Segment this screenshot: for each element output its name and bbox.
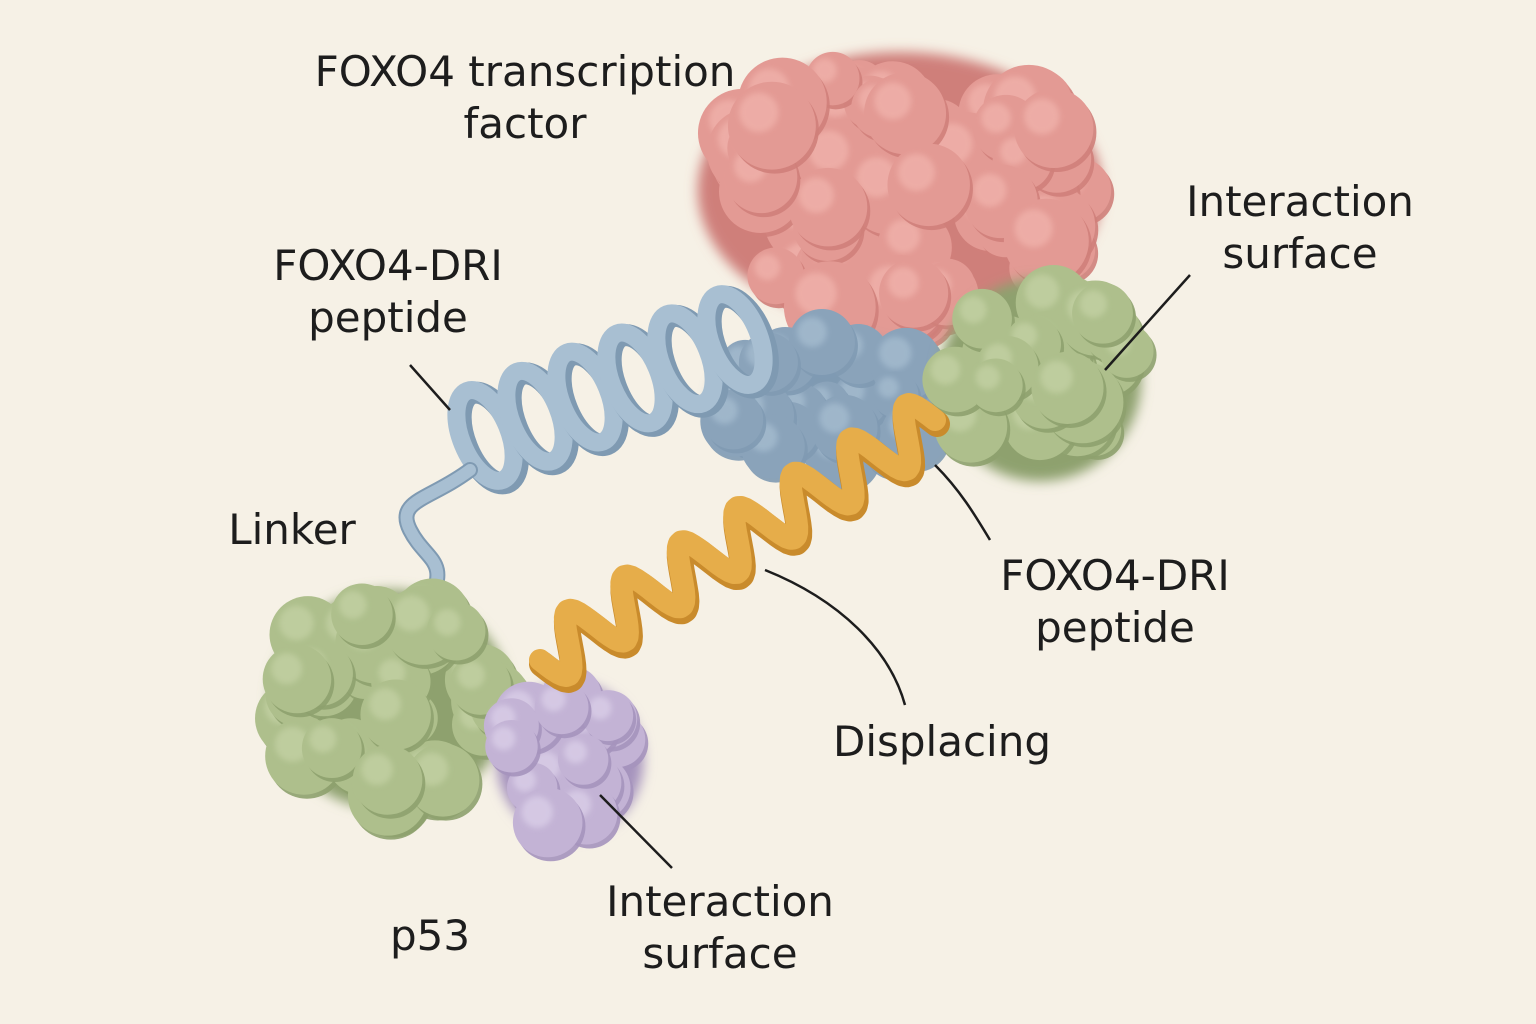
green-top-lobe-highlight bbox=[1040, 360, 1073, 394]
foxo4-lobe-highlight bbox=[981, 103, 1011, 133]
p53-green-lobe-highlight bbox=[457, 661, 485, 689]
p53-green-lobe-highlight bbox=[369, 688, 401, 720]
purple-lobe-highlight bbox=[564, 740, 587, 764]
leader-interaction-bottom bbox=[599, 794, 673, 869]
foxo4-lobe-highlight bbox=[798, 177, 834, 213]
interaction-surface-top-blob bbox=[922, 265, 1157, 482]
label-displacing: Displacing bbox=[833, 717, 1051, 766]
foxo4-dri-peptide-helix bbox=[447, 285, 779, 495]
linker-strand bbox=[398, 462, 478, 608]
foxo4-lobe-highlight bbox=[886, 219, 921, 254]
label-foxo4-dri-peptide-right: FOXO4-DRI peptide bbox=[1000, 551, 1230, 652]
label-interaction-surface-bottom: Interaction surface bbox=[606, 877, 834, 978]
p53-green-lobe-highlight bbox=[271, 653, 303, 685]
leader-displacing bbox=[764, 568, 907, 706]
foxo4-lobe-highlight bbox=[754, 254, 781, 281]
blue-domain-lobe-highlight bbox=[797, 317, 827, 347]
p53-green-lobe-highlight bbox=[274, 726, 310, 762]
p53-green-lobe-highlight bbox=[393, 595, 430, 632]
p53-green-lobe-highlight bbox=[378, 659, 406, 686]
foxo4-lobe-highlight bbox=[795, 272, 837, 315]
orange-helix bbox=[529, 393, 946, 687]
purple-lobe-highlight bbox=[541, 687, 566, 712]
foxo4-dri-peptide-orange-helix bbox=[529, 393, 950, 693]
foxo4-lobe-highlight bbox=[1014, 209, 1053, 248]
label-foxo4-dri-peptide-top: FOXO4-DRI peptide bbox=[273, 241, 503, 342]
foxo4-lobe-highlight bbox=[808, 130, 849, 171]
green-top-lobe-highlight bbox=[959, 296, 987, 324]
leader-lines bbox=[409, 274, 1191, 869]
foxo4-lobe-highlight bbox=[874, 82, 912, 120]
foxo4-lobe-highlight bbox=[887, 267, 919, 299]
purple-lobe-highlight bbox=[491, 726, 516, 751]
foxo4-lobe-highlight bbox=[738, 92, 779, 133]
linker-tube bbox=[400, 464, 476, 606]
leader-dri-right bbox=[934, 464, 992, 541]
green-top-lobe-highlight bbox=[975, 365, 1000, 390]
foxo4-lobe-highlight bbox=[1024, 98, 1060, 135]
interaction-surface-bottom-blob bbox=[483, 666, 649, 862]
p53-green-lobe-highlight bbox=[338, 591, 367, 619]
leader-interaction-top bbox=[1104, 274, 1191, 371]
green-top-lobe-highlight bbox=[1025, 274, 1060, 309]
p53-green-lobe-highlight bbox=[279, 605, 314, 641]
blue-domain-lobe-highlight bbox=[877, 377, 899, 398]
purple-lobe-highlight bbox=[521, 796, 553, 828]
foxo4-lobe-highlight bbox=[973, 173, 1007, 207]
foxo4-lobe-highlight bbox=[897, 153, 935, 192]
leader-dri-top bbox=[409, 364, 451, 411]
blue-domain-lobe-highlight bbox=[819, 403, 850, 433]
foxo4-lobe-highlight bbox=[856, 157, 897, 198]
label-linker: Linker bbox=[228, 505, 356, 554]
helix-coil bbox=[697, 285, 773, 394]
green-top-lobe-highlight bbox=[930, 354, 961, 385]
label-p53: p53 bbox=[389, 911, 471, 960]
p53-green-lobe-highlight bbox=[434, 609, 461, 636]
blue-domain-lobe-highlight bbox=[879, 336, 912, 370]
purple-lobe-highlight bbox=[588, 696, 612, 720]
label-foxo4-transcription-factor: FOXO4 transcription factor bbox=[314, 47, 736, 148]
label-interaction-surface-top: Interaction surface bbox=[1186, 177, 1414, 278]
p53-green-lobe-highlight bbox=[309, 725, 337, 753]
p53-green-lobe-highlight bbox=[361, 753, 393, 786]
green-top-lobe-highlight bbox=[1079, 290, 1108, 318]
